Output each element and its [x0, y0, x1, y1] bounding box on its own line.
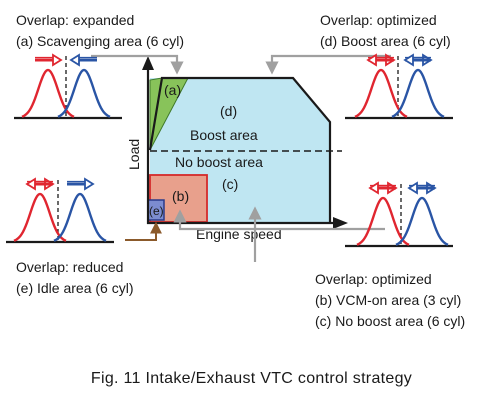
connector-arrow-d — [265, 54, 391, 75]
overlap-plot-reduced — [6, 177, 114, 244]
label-no-boost-area-6cyl: (c) No boost area (6 cyl) — [315, 313, 466, 329]
exhaust-valve-curve — [356, 196, 410, 246]
exhaust-valve-curve — [354, 68, 408, 118]
region-d-label: (d) — [220, 103, 237, 119]
boost-area-label: Boost area — [190, 127, 258, 143]
figure-caption: Fig. 11 Intake/Exhaust VTC control strat… — [90, 370, 413, 387]
intake-phase-arrow — [67, 177, 95, 191]
connector-arrow-a — [91, 54, 184, 75]
label-reduced-title: Overlap: reduced — [16, 259, 124, 275]
intake-valve-curve — [391, 68, 445, 118]
region-c-label: (c) — [222, 176, 238, 192]
label-boost-area: (d) Boost area (6 cyl) — [320, 33, 451, 49]
intake-phase-arrow — [69, 53, 97, 67]
engine-map: (a) (d) Boost area No boost area (c) (b)… — [126, 56, 348, 242]
label-vcm-on-area: (b) VCM-on area (3 cyl) — [315, 292, 462, 308]
exhaust-phase-arrow-left — [366, 53, 394, 67]
region-b-label: (b) — [172, 188, 189, 204]
region-e-label: (e) — [149, 204, 164, 218]
overlap-plot-optimized-bottom — [345, 181, 453, 248]
label-optimized-title-top: Overlap: optimized — [320, 12, 437, 28]
exhaust-valve-curve — [13, 192, 67, 242]
intake-phase-arrow-left — [403, 53, 431, 67]
label-idle-area: (e) Idle area (6 cyl) — [16, 280, 134, 296]
exhaust-phase-arrow — [35, 53, 63, 67]
intake-valve-curve — [395, 196, 449, 246]
no-boost-area-label: No boost area — [175, 154, 263, 170]
x-axis-arrowhead — [333, 217, 348, 229]
connector-arrow-b — [173, 209, 385, 231]
connector-arrow-e — [125, 221, 162, 241]
exhaust-phase-arrow-left — [368, 181, 396, 195]
intake-valve-curve — [53, 192, 107, 242]
exhaust-phase-arrow-left — [25, 177, 53, 191]
overlap-plot-expanded — [14, 53, 122, 120]
full-load-line — [148, 76, 332, 222]
valve-overlap-plots — [6, 53, 453, 248]
label-scavenging-area: (a) Scavenging area (6 cyl) — [16, 33, 185, 49]
overlap-plot-optimized-top — [345, 53, 453, 120]
region-a-label: (a) — [164, 82, 181, 98]
intake-phase-arrow-left — [407, 181, 435, 195]
y-axis-label: Load — [126, 139, 142, 170]
label-optimized-title-bottom: Overlap: optimized — [315, 271, 432, 287]
label-expanded-title: Overlap: expanded — [16, 12, 135, 28]
intake-valve-curve — [57, 68, 111, 118]
y-axis-arrowhead — [142, 56, 154, 70]
